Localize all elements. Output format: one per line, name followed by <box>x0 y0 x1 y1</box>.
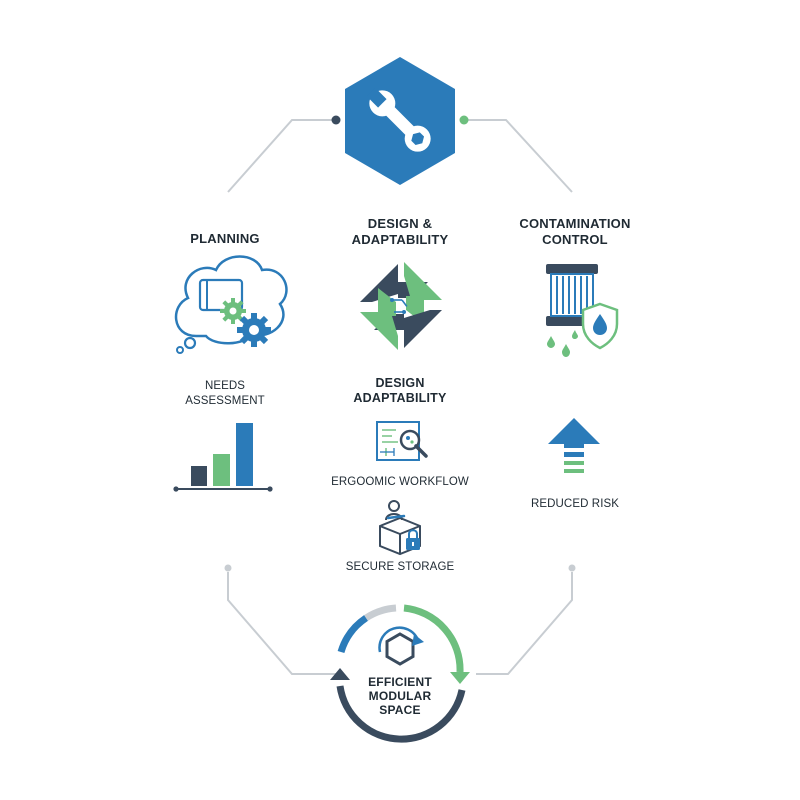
connector-dot-navy <box>331 115 341 125</box>
efficient-modular-space-label: EFFICIENT MODULAR SPACE <box>350 675 450 717</box>
planning-label-line-1: PLANNING <box>190 231 260 246</box>
connector-dot-left <box>224 564 232 572</box>
ergonomic-workflow-line-1: ERGOOMIC WORKFLOW <box>331 476 469 488</box>
design-adaptability-mid-label: DESIGN ADAPTABILITY <box>340 376 460 406</box>
needs-assessment-label: NEEDS ASSESSMENT <box>170 379 280 409</box>
ergonomic-workflow-label: ERGOOMIC WORKFLOW <box>320 475 480 490</box>
connector-top-left <box>227 119 336 193</box>
connector-bottom-right <box>476 572 573 675</box>
reduced-risk-label: REDUCED RISK <box>515 497 635 512</box>
reduced-risk-line-1: REDUCED RISK <box>530 498 620 510</box>
connector-dot-right <box>568 564 576 572</box>
secure-storage-line-1: SECURE STORAGE <box>345 561 455 573</box>
efficient-modular-space-line-2: MODULAR <box>368 689 432 703</box>
design-adaptability-mid-line-1: DESIGN <box>375 376 425 390</box>
connector-bottom-left <box>227 572 336 675</box>
design-adaptability-mid-line-2: ADAPTABILITY <box>353 391 447 405</box>
secure-storage-label: SECURE STORAGE <box>330 560 470 575</box>
contamination-control-label: CONTAMINATION CONTROL <box>510 216 640 248</box>
needs-assessment-line-2: ASSESSMENT <box>185 395 265 407</box>
efficient-modular-space-line-3: SPACE <box>379 703 421 717</box>
contamination-control-line-2: CONTROL <box>542 232 608 247</box>
connector-top-right <box>464 119 573 193</box>
design-adaptability-top-label: DESIGN & ADAPTABILITY <box>340 216 460 248</box>
planning-label: PLANNING <box>170 231 280 247</box>
needs-assessment-line-1: NEEDS <box>204 380 246 392</box>
design-adaptability-top-line-1: DESIGN & <box>367 216 433 231</box>
connector-dot-green <box>459 115 469 125</box>
efficient-modular-space-line-1: EFFICIENT <box>368 675 432 689</box>
contamination-control-line-1: CONTAMINATION <box>519 216 631 231</box>
design-adaptability-top-line-2: ADAPTABILITY <box>351 232 449 247</box>
